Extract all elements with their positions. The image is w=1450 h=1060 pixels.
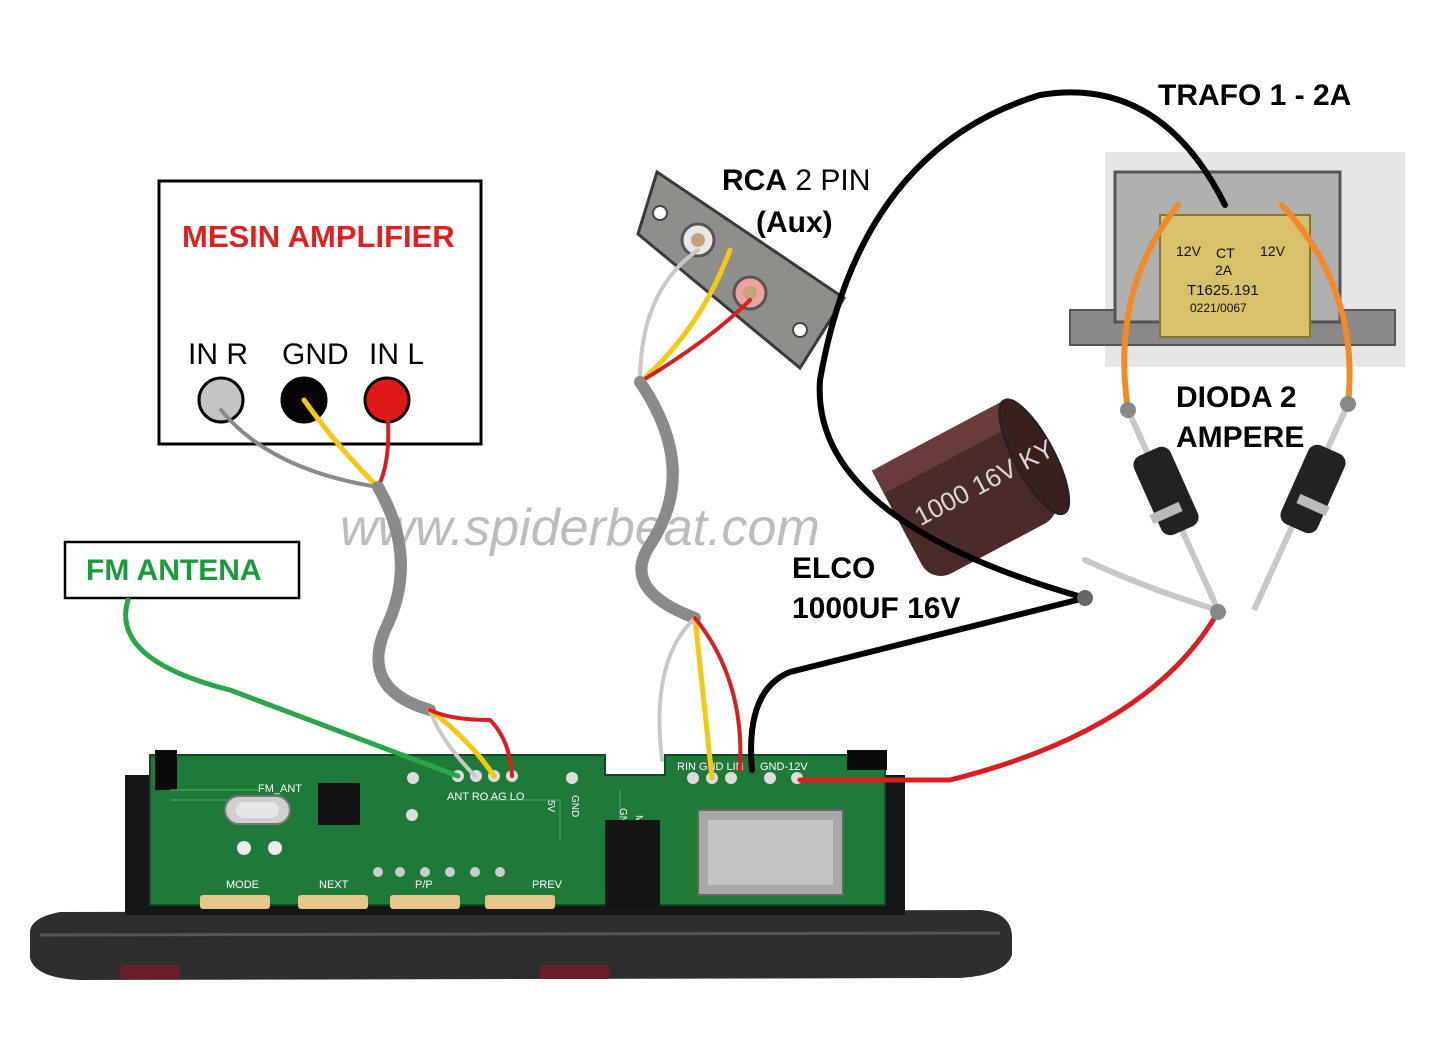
mp3-module: FM_ANT ANT RO AG LO 5V GND GND MIC RIN G… xyxy=(29,750,1013,980)
pp-button xyxy=(390,895,460,909)
watermark: www.spiderbeat.com xyxy=(340,499,820,557)
diode-right xyxy=(1251,402,1351,612)
trafo-label-right: 12V xyxy=(1260,243,1286,259)
trafo-label-model: T1625.191 xyxy=(1187,282,1259,299)
diode-left xyxy=(1125,408,1221,612)
button-label-next: NEXT xyxy=(319,879,349,891)
trafo-label-left: 12V xyxy=(1176,243,1202,259)
joint-capacitor xyxy=(1077,590,1093,606)
diode-label-line2: AMPERE xyxy=(1176,421,1304,454)
wires xyxy=(123,89,1353,783)
prev-button xyxy=(485,895,555,909)
diode-label-line1: DIODA 2 xyxy=(1176,381,1297,414)
label-5v: 5V xyxy=(545,800,556,813)
joint-diode-left-top xyxy=(1120,402,1136,418)
joint-diode-right-top xyxy=(1340,396,1356,412)
button-label-mode: MODE xyxy=(226,879,259,891)
trafo-title: TRAFO 1 - 2A xyxy=(1158,79,1351,112)
label-pins-left: ANT RO AG LO xyxy=(447,791,525,803)
elco-label-line2: 1000UF 16V xyxy=(792,592,960,625)
antenna-label: FM ANTENA xyxy=(86,554,262,587)
jack-in-r xyxy=(197,376,245,424)
transformer: 12V CT 12V 2A T1625.191 0221/0067 xyxy=(1069,152,1405,367)
svg-text:RCA 2 PIN: RCA 2 PIN xyxy=(722,164,870,197)
joint-diode xyxy=(1210,604,1226,620)
button-label-pp: P/P xyxy=(415,879,433,891)
rca-connector xyxy=(636,169,847,371)
label-gnd-a: GND xyxy=(569,795,580,817)
rca-subtitle: (Aux) xyxy=(756,206,833,239)
label-gnd-b: GND xyxy=(617,808,628,830)
trafo-label-current: 2A xyxy=(1215,262,1233,278)
elco-label-line1: ELCO xyxy=(792,552,875,585)
antenna-label-box: FM ANTENA xyxy=(63,540,301,600)
label-fm-ant: FM_ANT xyxy=(258,783,302,795)
rca-title-rest: 2 PIN xyxy=(787,164,870,197)
label-pins-power: GND-12V xyxy=(760,761,808,773)
next-button xyxy=(298,895,368,909)
rca-title-bold: RCA xyxy=(722,164,787,197)
button-label-prev: PREV xyxy=(532,879,563,891)
amplifier-box: MESIN AMPLIFIER IN R GND IN L xyxy=(157,179,483,446)
mode-button xyxy=(200,895,270,909)
pin-label-in-l: IN L xyxy=(369,338,424,371)
pin-label-in-r: IN R xyxy=(188,338,248,371)
amplifier-title: MESIN AMPLIFIER xyxy=(182,219,455,254)
trafo-label-ct: CT xyxy=(1216,245,1235,261)
pin-label-gnd: GND xyxy=(282,338,349,371)
trafo-label-code: 0221/0067 xyxy=(1190,301,1247,315)
electrolytic-capacitor: 1000 16V KY xyxy=(871,398,1071,576)
